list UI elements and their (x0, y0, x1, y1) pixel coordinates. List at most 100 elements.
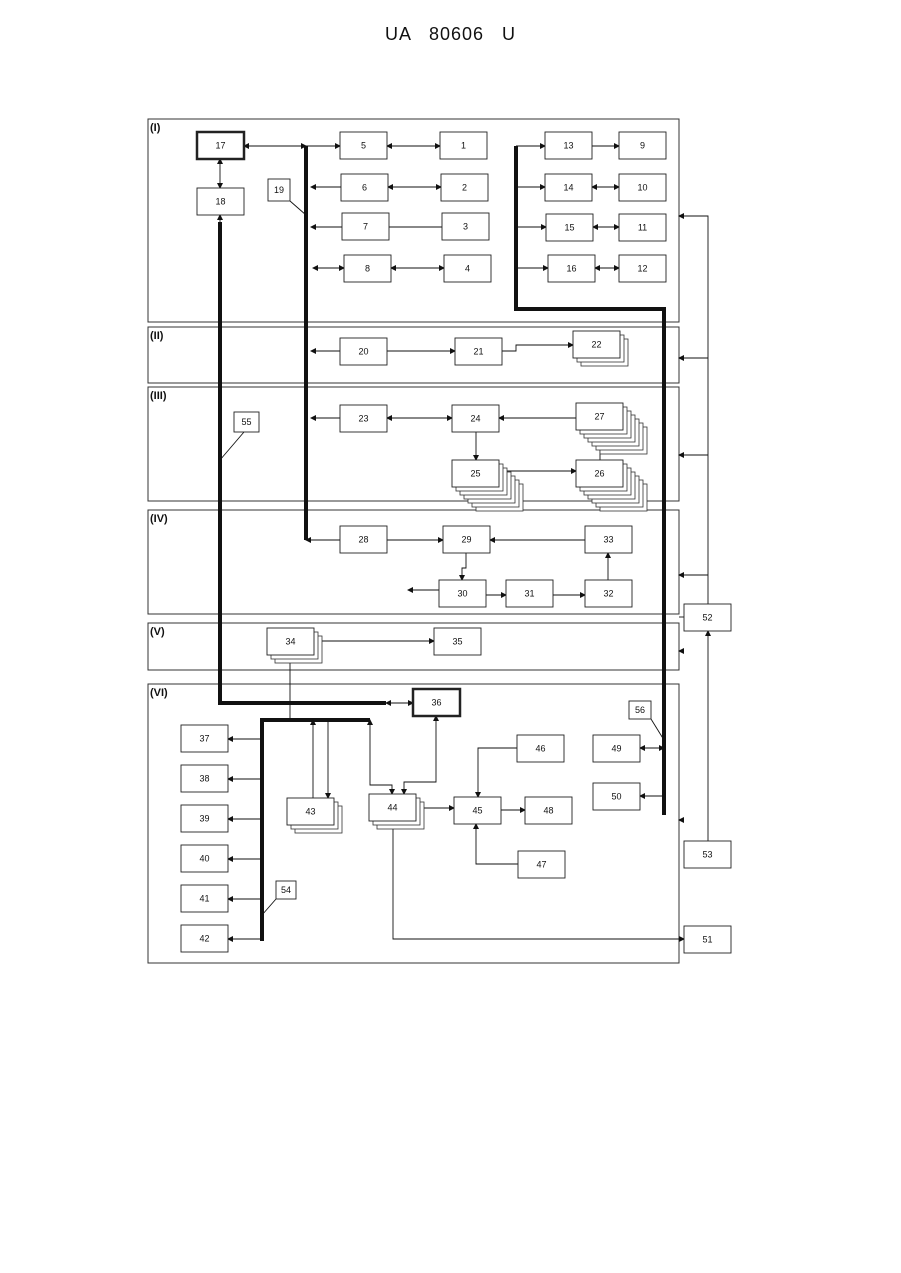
block-41: 41 (181, 885, 228, 912)
block-label: 10 (637, 183, 647, 193)
block-label: 18 (215, 197, 225, 207)
block-label: 38 (199, 774, 209, 784)
block-label: 55 (241, 417, 251, 427)
connector (262, 899, 276, 915)
block-label: 14 (563, 183, 573, 193)
block-label: 36 (431, 698, 441, 708)
connector (679, 216, 708, 604)
block-38: 38 (181, 765, 228, 792)
block-31: 31 (506, 580, 553, 607)
block-label: 52 (702, 613, 712, 623)
block-42: 42 (181, 925, 228, 952)
block-label: 11 (638, 223, 647, 233)
block-27: 27 (576, 403, 647, 454)
block-44: 44 (369, 794, 424, 829)
block-2: 2 (441, 174, 488, 201)
block-8: 8 (344, 255, 391, 282)
block-label: 31 (524, 589, 534, 599)
block-16: 16 (548, 255, 595, 282)
block-label: 22 (591, 340, 601, 350)
block-label: 53 (702, 850, 712, 860)
block-label: 51 (702, 935, 712, 945)
block-17: 17 (197, 132, 244, 159)
block-label: 37 (199, 734, 209, 744)
block-label: 30 (457, 589, 467, 599)
block-48: 48 (525, 797, 572, 824)
block-label: 13 (563, 141, 573, 151)
connector (370, 720, 392, 794)
block-label: 7 (363, 222, 368, 232)
block-43: 43 (287, 798, 342, 833)
section-label: (II) (150, 330, 164, 342)
block-10: 10 (619, 174, 666, 201)
block-18: 18 (197, 188, 244, 215)
block-label: 24 (470, 414, 480, 424)
block-52: 52 (684, 604, 731, 631)
block-14: 14 (545, 174, 592, 201)
block-12: 12 (619, 255, 666, 282)
block-45: 45 (454, 797, 501, 824)
connector (462, 553, 466, 580)
block-label: 28 (358, 535, 368, 545)
block-1: 1 (440, 132, 487, 159)
block-3: 3 (442, 213, 489, 240)
block-39: 39 (181, 805, 228, 832)
block-35: 35 (434, 628, 481, 655)
block-37: 37 (181, 725, 228, 752)
section-label: (VI) (150, 687, 168, 699)
block-24: 24 (452, 405, 499, 432)
section-panel: (V) (148, 623, 679, 670)
block-label: 19 (274, 185, 284, 195)
block-label: 1 (461, 141, 466, 151)
block-label: 45 (472, 806, 482, 816)
block-7: 7 (342, 213, 389, 240)
block-label: 35 (452, 637, 462, 647)
block-label: 2 (462, 183, 467, 193)
block-label: 48 (543, 806, 553, 816)
connector (502, 345, 573, 351)
block-4: 4 (444, 255, 491, 282)
block-label: 26 (594, 469, 604, 479)
block-label: 54 (281, 885, 291, 895)
block-label: 49 (611, 744, 621, 754)
block-34: 34 (267, 628, 322, 663)
connector (220, 432, 244, 460)
block-51: 51 (684, 926, 731, 953)
section-label: (I) (150, 122, 161, 134)
connector (393, 821, 684, 939)
block-9: 9 (619, 132, 666, 159)
block-15: 15 (546, 214, 593, 241)
block-label: 34 (285, 637, 295, 647)
block-label: 44 (387, 803, 397, 813)
block-label: 15 (564, 223, 574, 233)
block-13: 13 (545, 132, 592, 159)
block-label: 41 (199, 894, 209, 904)
block-29: 29 (443, 526, 490, 553)
block-label: 46 (535, 744, 545, 754)
connector (476, 824, 518, 864)
block-50: 50 (593, 783, 640, 810)
block-label: 47 (536, 860, 546, 870)
block-53: 53 (684, 841, 731, 868)
block-label: 25 (470, 469, 480, 479)
block-46: 46 (517, 735, 564, 762)
block-label: 21 (473, 347, 483, 357)
block-label: 12 (637, 264, 647, 274)
block-label: 42 (199, 934, 209, 944)
block-30: 30 (439, 580, 486, 607)
block-label: 33 (603, 535, 613, 545)
block-5: 5 (340, 132, 387, 159)
connector (478, 748, 517, 797)
block-49: 49 (593, 735, 640, 762)
block-label: 6 (362, 183, 367, 193)
connector (290, 201, 306, 215)
block-label: 27 (594, 412, 604, 422)
block-54: 54 (276, 881, 296, 899)
section-label: (V) (150, 626, 165, 638)
block-36: 36 (413, 689, 460, 716)
block-label: 16 (566, 264, 576, 274)
block-25: 25 (452, 460, 523, 511)
block-6: 6 (341, 174, 388, 201)
block-21: 21 (455, 338, 502, 365)
block-label: 40 (199, 854, 209, 864)
